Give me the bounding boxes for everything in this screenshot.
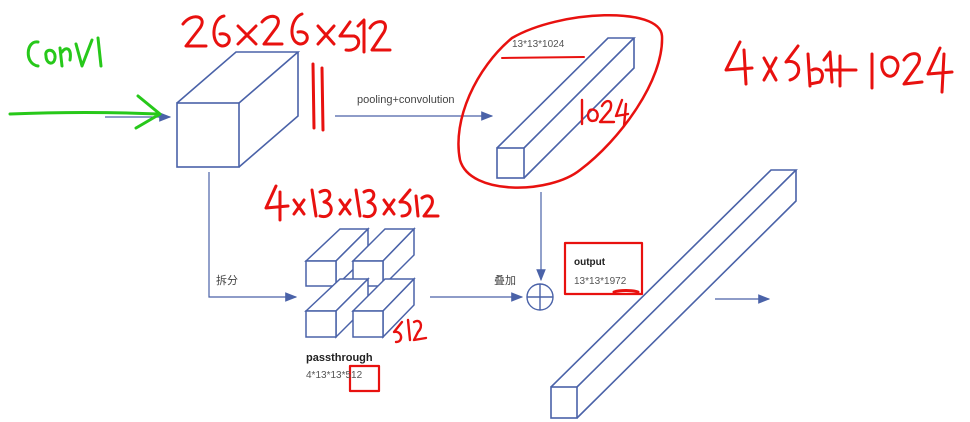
passthrough-block-1	[304, 227, 370, 288]
hw-output-underline	[612, 289, 640, 294]
output-bar	[550, 169, 798, 419]
hw-box-output	[563, 241, 644, 296]
top-bar-dims-label: 13*13*1024	[512, 39, 565, 50]
hw-depth-512	[392, 318, 428, 344]
hw-box-passthrough-512	[348, 364, 381, 393]
output-dims-label: 13*13*1972	[574, 276, 627, 287]
passthrough-blocks	[304, 227, 416, 339]
hw-formula	[724, 40, 954, 94]
passthrough-block-3	[304, 277, 370, 339]
handwritten-annotations	[8, 12, 954, 393]
hw-equals-scribble	[311, 62, 325, 132]
hw-passthrough-dims	[264, 184, 440, 222]
split-path	[208, 172, 298, 302]
passthrough-block-4	[351, 277, 416, 339]
passthrough-dims-label: 4*13*13*512	[306, 370, 363, 381]
split-label: 拆分	[216, 275, 238, 287]
passthrough-title: passthrough	[306, 352, 373, 364]
hw-depth-1024	[580, 98, 630, 128]
hw-conv-scribble	[26, 36, 103, 68]
pooling-conv-label: pooling+convolution	[357, 94, 455, 106]
hw-highlight-circle	[457, 14, 664, 189]
top-feature-bar	[496, 37, 636, 179]
input-cube	[176, 51, 301, 168]
hw-dims-underline	[501, 56, 585, 59]
output-title: output	[574, 257, 606, 268]
add-label: 叠加	[494, 275, 516, 287]
add-operator-icon	[526, 283, 554, 311]
hw-input-dims-scribble	[181, 12, 392, 54]
hw-green-arrow	[8, 94, 162, 130]
